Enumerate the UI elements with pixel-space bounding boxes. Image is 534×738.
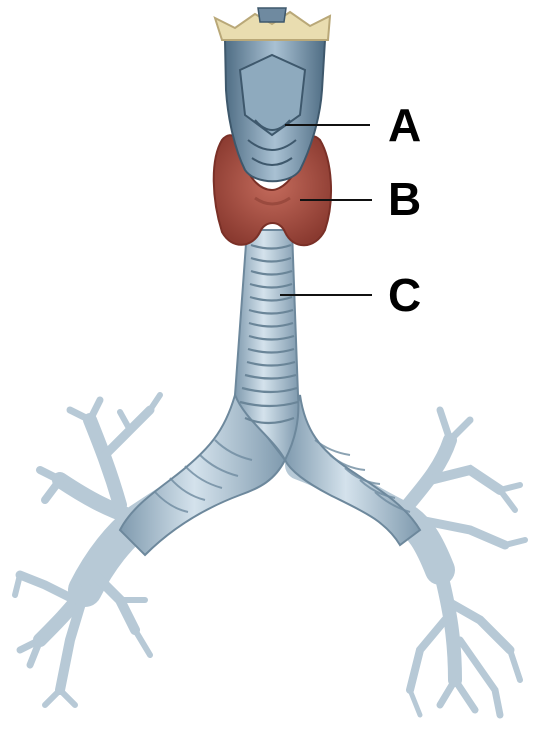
label-c: C [388, 269, 421, 321]
right-bronchial-tree [300, 410, 525, 715]
left-bronchial-tree [15, 395, 230, 705]
label-b: B [388, 173, 421, 225]
label-a: A [388, 99, 421, 151]
